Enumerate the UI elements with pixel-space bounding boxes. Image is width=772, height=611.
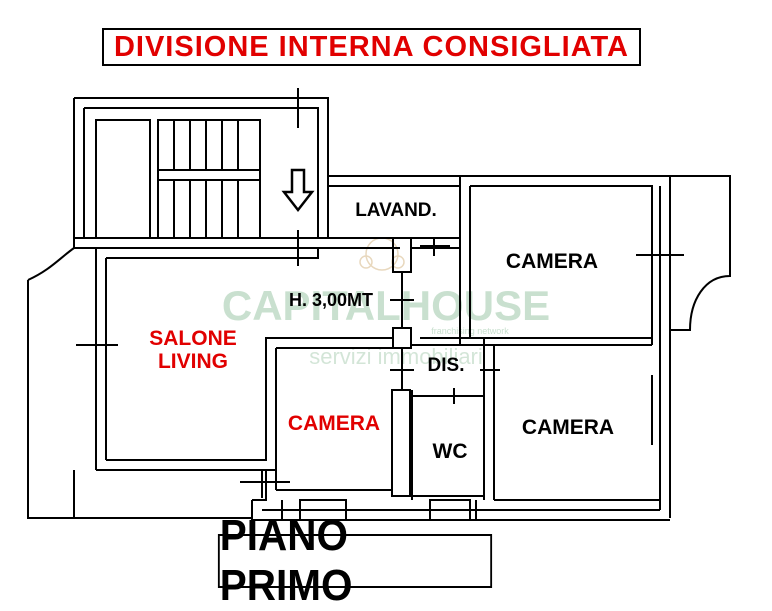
label-height-note: H. 3,00MT [289, 290, 373, 310]
label-salone: SALONE [149, 327, 237, 350]
plan-title: DIVISIONE INTERNA CONSIGLIATA [102, 28, 641, 66]
watermark-brand: CAPITALHOUSE [222, 282, 550, 329]
entrance-arrow-icon [281, 168, 315, 213]
label-camera-top-right: CAMERA [506, 250, 598, 273]
walls [27, 88, 731, 521]
label-camera-center: CAMERA [288, 412, 380, 435]
label-living: LIVING [158, 350, 228, 373]
stairs-icon [157, 119, 261, 239]
label-camera-bottom-right: CAMERA [522, 416, 614, 439]
floor-label: PIANO PRIMO [217, 511, 493, 610]
label-lavanderia: LAVAND. [355, 200, 437, 221]
watermark-logo-icon [359, 237, 405, 271]
label-disimpegno: DIS. [428, 355, 465, 376]
label-wc: WC [433, 440, 468, 463]
